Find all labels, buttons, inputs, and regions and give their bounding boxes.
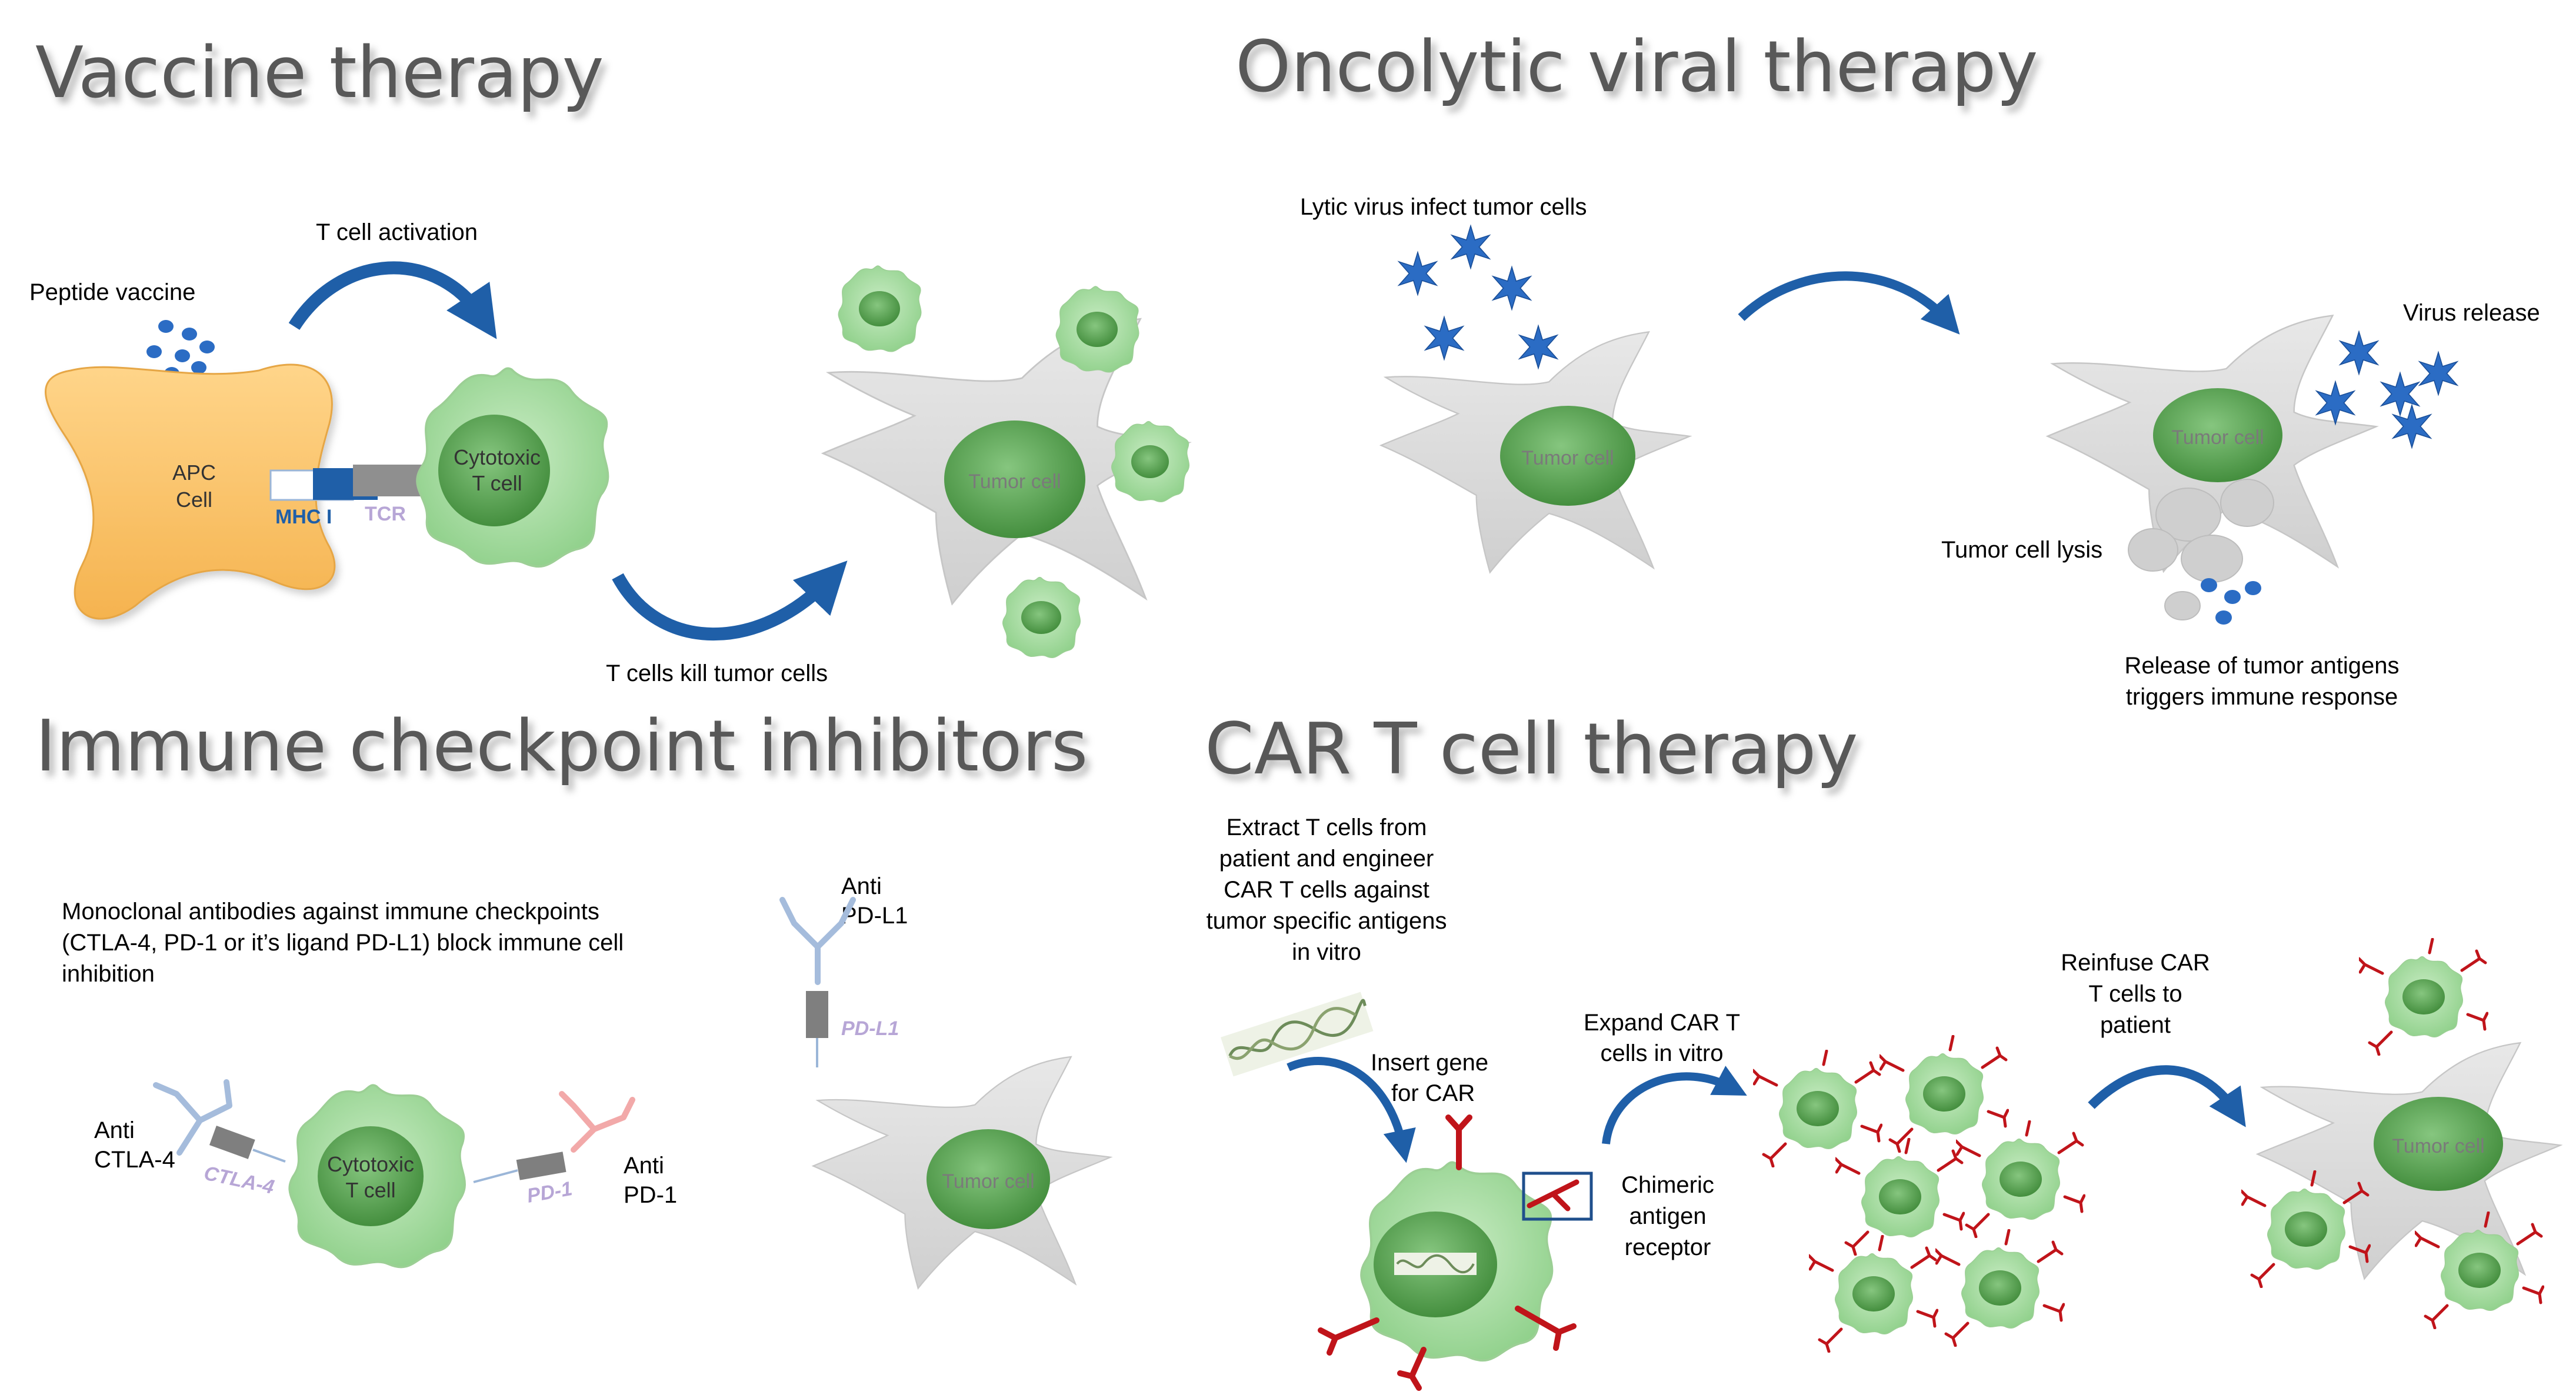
t-cell-activation-label: T cell activation bbox=[316, 219, 478, 245]
lysed-tumor-nucleus bbox=[2153, 388, 2282, 482]
virus-release-label: Virus release bbox=[2403, 300, 2540, 326]
infected-tumor-nucleus bbox=[1500, 406, 1635, 506]
reinfuse-arrow bbox=[2088, 1065, 2246, 1127]
kill-arrow bbox=[612, 560, 848, 641]
checkpoint-desc-1: Monoclonal antibodies against immune che… bbox=[62, 899, 599, 925]
checkpoint-t-cell-nucleus bbox=[318, 1126, 424, 1226]
vaccine-title: Vaccine therapy bbox=[35, 32, 604, 114]
svg-text:in vitro: in vitro bbox=[1292, 939, 1361, 965]
anti-pdl1-label-1: Anti bbox=[841, 873, 882, 899]
car-target-tumor-label: Tumor cell bbox=[2392, 1135, 2484, 1157]
insert-label-1: Insert gene bbox=[1371, 1050, 1488, 1076]
svg-text:Chimeric: Chimeric bbox=[1621, 1172, 1714, 1198]
checkpoint-cytotoxic-1: Cytotoxic bbox=[327, 1152, 414, 1176]
virus-particles-infecting bbox=[1398, 225, 1558, 369]
car-highlight-receptor bbox=[1527, 1179, 1579, 1212]
lysed-tumor-label: Tumor cell bbox=[2171, 426, 2264, 449]
checkpoint-cytotoxic-2: T cell bbox=[345, 1178, 395, 1202]
anti-pd1-antibody bbox=[559, 1091, 635, 1153]
car-title: CAR T cell therapy bbox=[1205, 709, 1858, 790]
kill-label: T cells kill tumor cells bbox=[606, 660, 828, 686]
apc-cell bbox=[45, 363, 336, 620]
svg-text:Reinfuse CAR: Reinfuse CAR bbox=[2061, 950, 2210, 976]
car-target-tumor-nucleus bbox=[2374, 1097, 2503, 1191]
checkpoint-desc-3: inhibition bbox=[62, 961, 155, 987]
checkpoint-title: Immune checkpoint inhibitors bbox=[35, 706, 1088, 787]
checkpoint-tumor-label: Tumor cell bbox=[942, 1170, 1034, 1193]
svg-text:antigen: antigen bbox=[1629, 1203, 1706, 1229]
ctla4-stalk bbox=[252, 1149, 286, 1163]
anti-pd1-label-1: Anti bbox=[624, 1153, 664, 1179]
expand-arrow bbox=[1602, 1066, 1747, 1144]
pd1-stalk bbox=[473, 1169, 518, 1183]
extract-label: Extract T cells from patient and enginee… bbox=[1206, 815, 1447, 965]
pdl1-label: PD-L1 bbox=[841, 1017, 899, 1040]
ctla4-receptor bbox=[209, 1126, 255, 1159]
tcr-label: TCR bbox=[365, 503, 406, 525]
oncolytic-title: Oncolytic viral therapy bbox=[1235, 26, 2038, 108]
svg-text:T cells to: T cells to bbox=[2088, 981, 2182, 1007]
reinfuse-label: Reinfuse CAR T cells to patient bbox=[2061, 950, 2210, 1038]
antigens-label-1: Release of tumor antigens bbox=[2125, 653, 2400, 679]
expanded-car-t-cells bbox=[1753, 1036, 2084, 1351]
car-receptors bbox=[1318, 1114, 1577, 1391]
chimeric-label: Chimeric antigen receptor bbox=[1621, 1172, 1714, 1260]
cytotoxic-label-1: Cytotoxic bbox=[454, 445, 541, 469]
antigens-label-2: triggers immune response bbox=[2126, 684, 2398, 710]
insert-gene-arrow bbox=[1287, 1057, 1416, 1163]
svg-text:patient: patient bbox=[2100, 1012, 2171, 1038]
car-highlight-box bbox=[1522, 1172, 1593, 1221]
checkpoint-tumor-nucleus bbox=[927, 1129, 1050, 1229]
svg-text:CAR T cells against: CAR T cells against bbox=[1224, 877, 1429, 903]
anti-ctla4-antibody bbox=[153, 1079, 232, 1156]
cytotoxic-nucleus bbox=[438, 415, 550, 526]
vaccine-tumor-label: Tumor cell bbox=[968, 470, 1061, 493]
infected-tumor-label: Tumor cell bbox=[1521, 447, 1614, 469]
anti-ctla4-label-2: CTLA-4 bbox=[94, 1147, 175, 1173]
ctla4-label: CTLA-4 bbox=[202, 1162, 276, 1199]
lysis-label: Tumor cell lysis bbox=[1941, 537, 2102, 563]
expand-label-2: cells in vitro bbox=[1601, 1040, 1724, 1066]
svg-text:tumor specific antigens: tumor specific antigens bbox=[1206, 908, 1447, 934]
cytotoxic-label-2: T cell bbox=[472, 471, 522, 495]
pd1-receptor bbox=[516, 1152, 566, 1180]
expand-label-1: Expand CAR T bbox=[1584, 1010, 1740, 1036]
anti-pd1-label-2: PD-1 bbox=[624, 1182, 677, 1208]
oncolytic-arrow bbox=[1738, 271, 1960, 335]
pdl1-molecule bbox=[806, 991, 828, 1038]
checkpoint-section: Immune checkpoint inhibitors Monoclonal … bbox=[35, 706, 1111, 1289]
svg-text:receptor: receptor bbox=[1625, 1234, 1711, 1260]
tumor-antigens bbox=[2201, 578, 2261, 625]
cell-debris bbox=[2128, 479, 2274, 620]
anti-ctla4-label-1: Anti bbox=[94, 1117, 135, 1143]
apc-label-1: APC bbox=[172, 460, 216, 485]
infect-label: Lytic virus infect tumor cells bbox=[1300, 194, 1587, 220]
inserted-dna-strand bbox=[1396, 1254, 1475, 1274]
svg-text:Extract T cells from: Extract T cells from bbox=[1227, 815, 1427, 840]
dna-helix-icon bbox=[1221, 992, 1374, 1077]
activation-arrow bbox=[288, 261, 497, 339]
oncolytic-section: Oncolytic viral therapy Lytic virus infe… bbox=[1235, 26, 2540, 710]
car-section: CAR T cell therapy Extract T cells from … bbox=[1205, 709, 2561, 1391]
mhc-label: MHC I bbox=[275, 506, 332, 528]
attacking-t-cells bbox=[838, 265, 1190, 659]
vaccine-tumor-nucleus bbox=[944, 420, 1085, 538]
apc-label-2: Cell bbox=[176, 488, 212, 512]
svg-text:patient and engineer: patient and engineer bbox=[1219, 846, 1434, 872]
anti-pdl1-antibody bbox=[779, 897, 856, 985]
vaccine-section: Vaccine therapy Peptide vaccine T cell a… bbox=[29, 32, 1190, 686]
peptide-vaccine-label: Peptide vaccine bbox=[29, 279, 195, 305]
insert-label-2: for CAR bbox=[1391, 1080, 1475, 1106]
checkpoint-desc-2: (CTLA-4, PD-1 or it’s ligand PD-L1) bloc… bbox=[62, 930, 624, 956]
pd1-label: PD-1 bbox=[525, 1177, 574, 1207]
